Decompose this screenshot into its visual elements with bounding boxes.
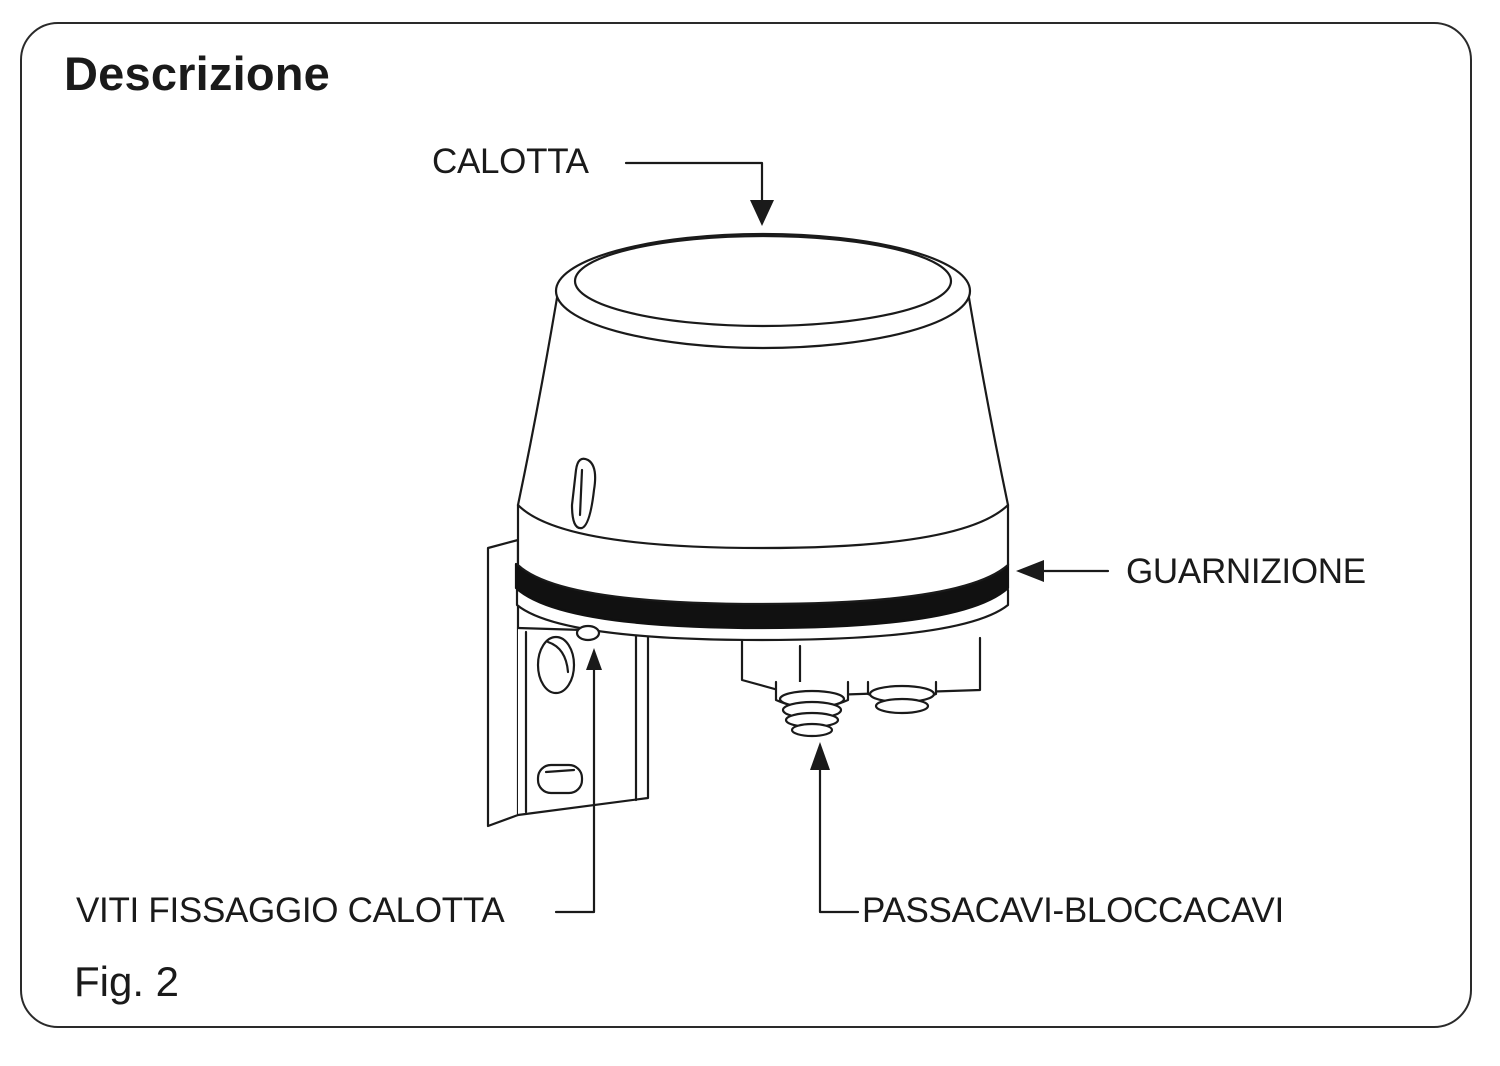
figure-frame xyxy=(20,22,1472,1028)
label-cap-screws: VITI FISSAGGIO CALOTTA xyxy=(76,891,505,930)
figure-caption: Fig. 2 xyxy=(74,958,180,1005)
label-cable-glands: PASSACAVI-BLOCCACAVI xyxy=(862,891,1284,930)
mounting-bracket xyxy=(486,538,650,828)
cap-body xyxy=(516,232,1010,606)
callout-arrowheads xyxy=(586,200,1044,770)
callout-leaders xyxy=(554,161,1110,914)
cable-glands xyxy=(740,636,982,738)
label-gasket: GUARNIZIONE xyxy=(1126,552,1366,591)
section-title: Descrizione xyxy=(64,47,331,100)
label-cap: CALOTTA xyxy=(432,142,589,181)
